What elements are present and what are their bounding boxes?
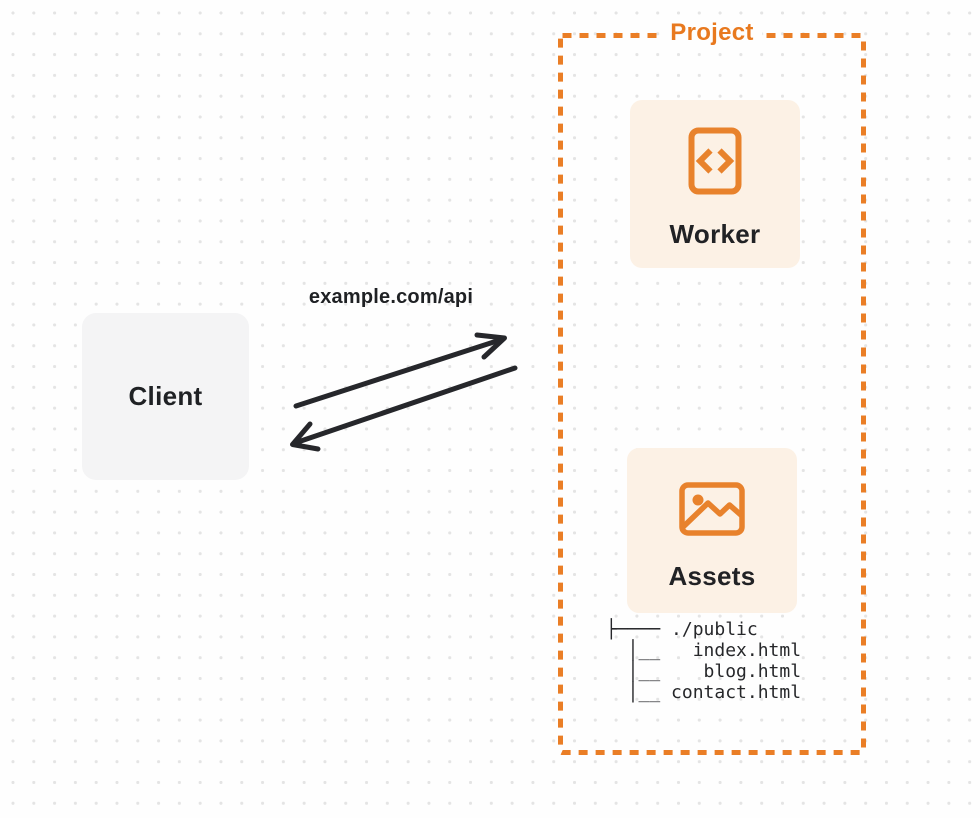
assets-label: Assets	[668, 561, 756, 591]
image-icon	[679, 482, 745, 536]
worker-node: Worker	[630, 100, 800, 268]
code-document-icon	[688, 127, 742, 195]
client-label: Client	[128, 381, 203, 411]
assets-file-tree: ├──── ./public │__ index.html │__ blog.h…	[606, 619, 802, 703]
assets-node: Assets	[627, 448, 797, 613]
request-url-label: example.com/api	[308, 286, 474, 308]
project-label: Project	[661, 19, 763, 47]
worker-label: Worker	[669, 219, 761, 249]
request-arrow	[293, 332, 507, 409]
project-boundary: Project Worker Assets ├──── ./public │__…	[558, 19, 866, 755]
response-arrow	[290, 365, 518, 452]
client-node: Client	[82, 313, 249, 480]
